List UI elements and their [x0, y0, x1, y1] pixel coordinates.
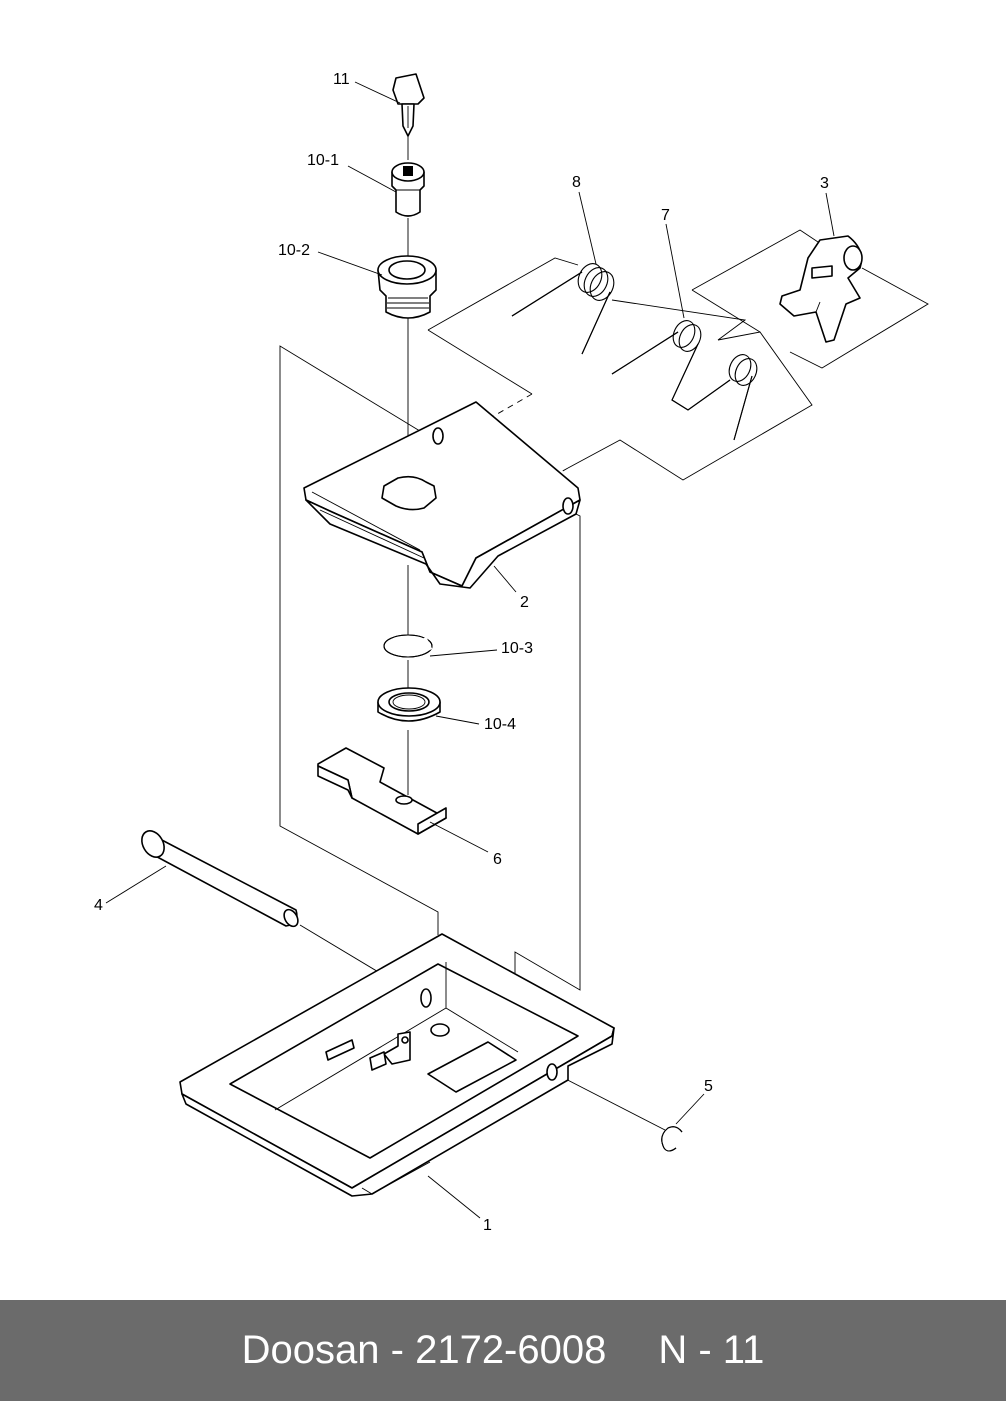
hinge-pin-part-4	[141, 830, 299, 928]
latch-housing-part-2	[303, 401, 581, 589]
label-11: 11	[333, 71, 350, 88]
threaded-nut-part-10-2	[377, 255, 437, 319]
label-10-3: 10-3	[501, 640, 533, 657]
label-10-4: 10-4	[484, 716, 516, 733]
e-clip-part-5	[661, 1126, 683, 1152]
page-reference-text: N - 11	[658, 1328, 765, 1372]
snap-ring-part-10-3	[383, 634, 433, 658]
label-10-2: 10-2	[278, 242, 310, 259]
washer-nut-part-10-4	[377, 687, 441, 722]
latch-pawl-part-3	[779, 235, 863, 343]
label-6: 6	[493, 851, 502, 868]
label-3: 3	[820, 175, 829, 192]
footer-caption-bar: Doosan - 2172-6008 N - 11	[0, 1300, 1006, 1401]
torsion-spring-part-8	[511, 263, 615, 355]
exploded-parts-diagram: 11 10-1 10-2 8 7 3 2 10-3 10-4 6 4 5 1	[94, 71, 929, 1234]
label-1: 1	[483, 1217, 492, 1234]
base-housing-part-1	[179, 933, 615, 1197]
part-labels: 11 10-1 10-2 8 7 3 2 10-3 10-4 6 4 5 1	[94, 71, 829, 1234]
part-number-text: Doosan - 2172-6008	[241, 1328, 607, 1372]
label-8: 8	[572, 174, 581, 191]
double-torsion-spring-part-7	[611, 320, 758, 441]
lock-cylinder-part-10-1	[391, 162, 425, 217]
leader-lines	[105, 81, 835, 1219]
label-7: 7	[661, 207, 670, 224]
label-10-1: 10-1	[307, 152, 339, 169]
label-5: 5	[704, 1078, 713, 1095]
label-4: 4	[94, 897, 103, 914]
link-plate-part-6	[317, 747, 447, 835]
key-part-11	[392, 73, 425, 137]
label-2: 2	[520, 594, 529, 611]
